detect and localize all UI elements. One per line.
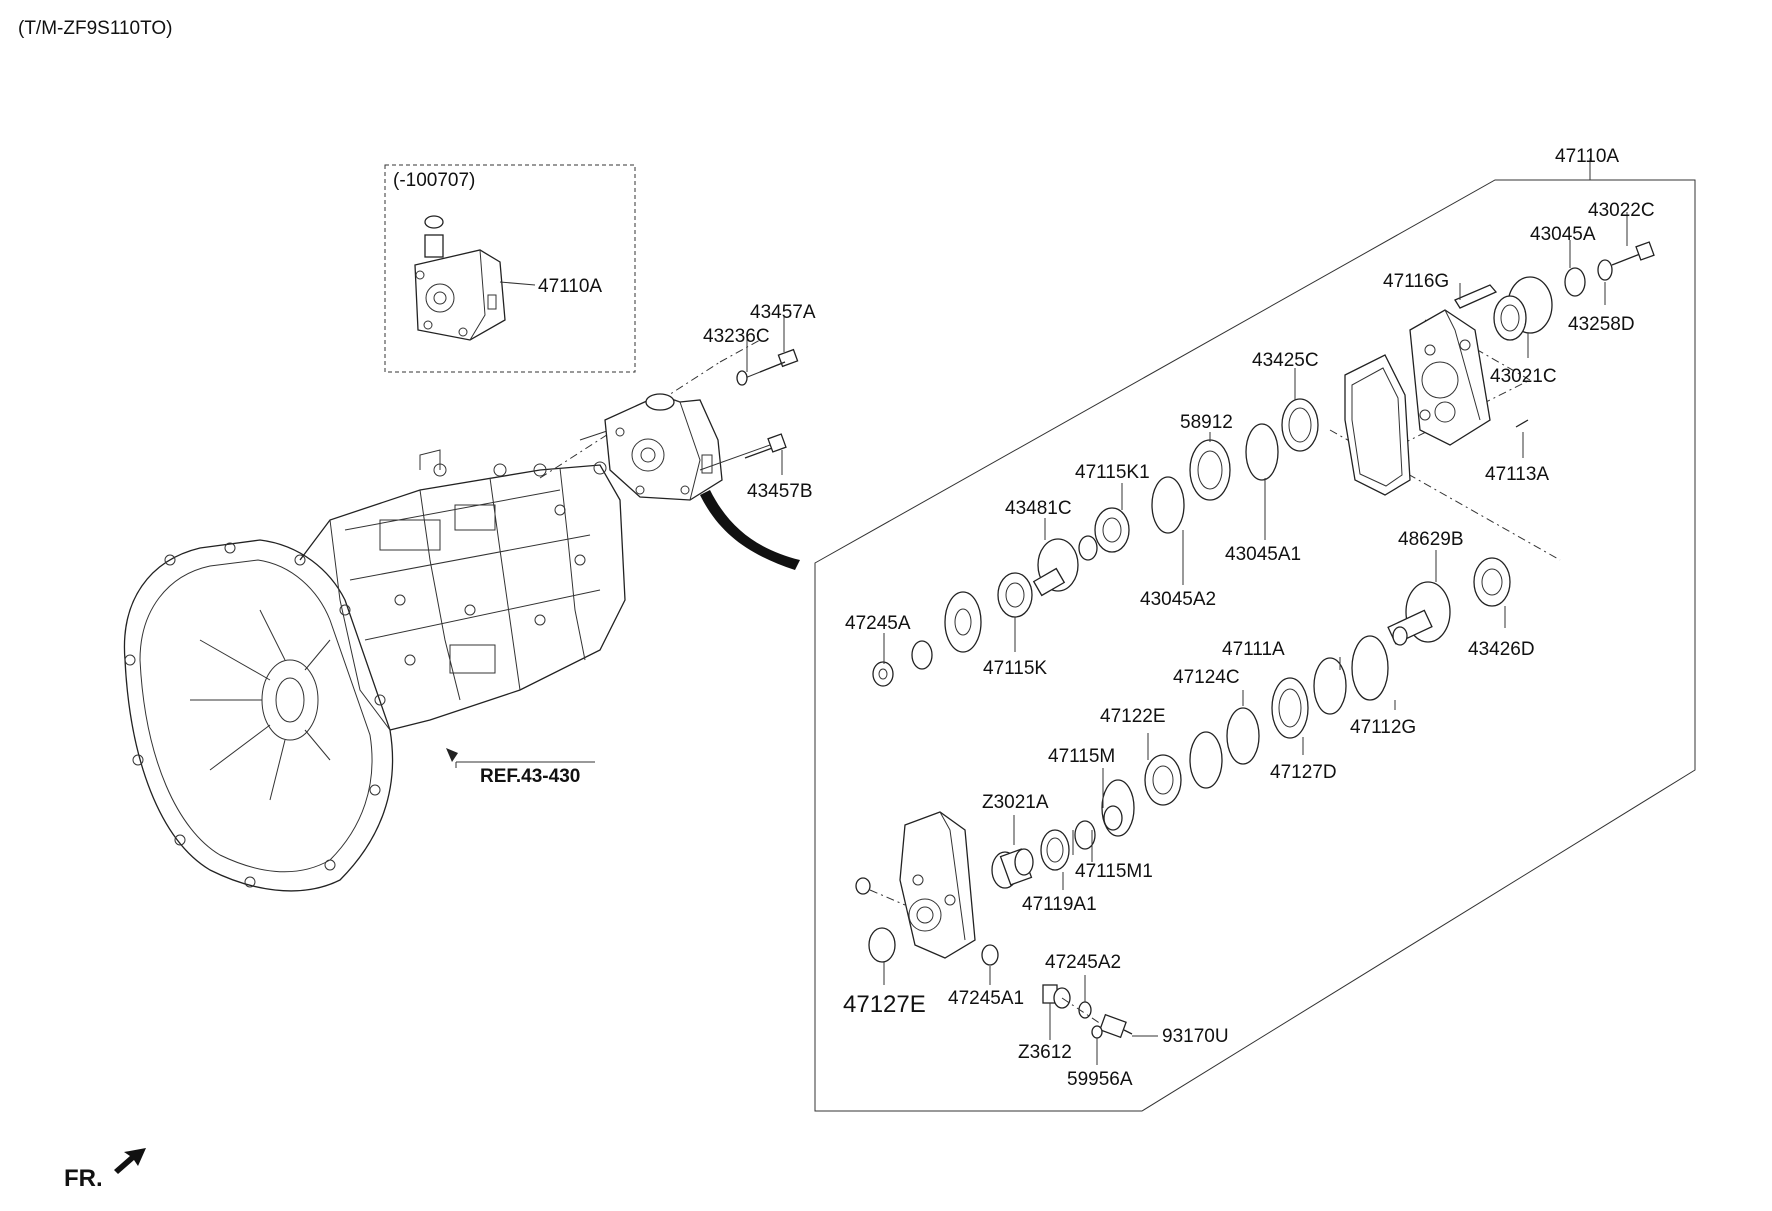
part-label-43425C[interactable]: 43425C bbox=[1252, 350, 1319, 371]
part-label-93170U[interactable]: 93170U bbox=[1162, 1026, 1229, 1047]
flange-43021C-drawing bbox=[1493, 276, 1553, 341]
ring-47115M-drawing bbox=[1074, 820, 1096, 850]
part-label-43045A[interactable]: 43045A bbox=[1530, 224, 1596, 245]
ring-drawing bbox=[911, 640, 933, 670]
sensor-Z3612-drawing bbox=[1042, 984, 1071, 1009]
snap-ring-43045A1-drawing bbox=[1245, 423, 1279, 481]
inset-box: (-100707) 47110A bbox=[384, 164, 636, 373]
oring-47245A1-drawing bbox=[981, 944, 999, 966]
bearing-47127D-drawing bbox=[1271, 677, 1309, 739]
front-label: FR. bbox=[64, 1165, 103, 1192]
part-label-47112G[interactable]: 47112G bbox=[1350, 717, 1416, 738]
front-arrow-icon bbox=[114, 1148, 146, 1174]
bolt-43457B-drawing bbox=[699, 433, 787, 471]
gasket-drawing bbox=[1344, 354, 1411, 496]
part-label-43021C[interactable]: 43021C bbox=[1490, 366, 1557, 387]
ref-arrow-icon bbox=[446, 748, 458, 762]
bearing-47115K-drawing bbox=[997, 572, 1033, 618]
gear-48629B-drawing bbox=[1387, 581, 1451, 646]
part-label-43022C[interactable]: 43022C bbox=[1588, 200, 1655, 221]
part-label-48629B[interactable]: 48629B bbox=[1398, 529, 1464, 550]
part-label-47245A[interactable]: 47245A bbox=[845, 613, 911, 634]
part-label-Z3021A[interactable]: Z3021A bbox=[982, 792, 1049, 813]
bearing-47115K1-drawing bbox=[1094, 507, 1130, 553]
bolt-43022C-drawing bbox=[1611, 241, 1655, 266]
ref-label[interactable]: REF.43-430 bbox=[480, 766, 580, 787]
front-indicator: FR. bbox=[64, 1148, 146, 1192]
inset-part-label: 47110A bbox=[538, 276, 602, 297]
part-label-47122E[interactable]: 47122E bbox=[1100, 706, 1166, 727]
part-label-47115M1[interactable]: 47115M1 bbox=[1075, 861, 1153, 882]
part-label-47245A1[interactable]: 47245A1 bbox=[948, 988, 1024, 1009]
ring-47124C-drawing bbox=[1226, 707, 1260, 765]
part-label-47127E[interactable]: 47127E bbox=[843, 991, 926, 1018]
part-label-43258D[interactable]: 43258D bbox=[1568, 314, 1635, 335]
part-label-47115M[interactable]: 47115M bbox=[1048, 746, 1115, 767]
seal-47122E-drawing bbox=[1144, 754, 1182, 806]
snap-ring-47112G-drawing bbox=[1351, 635, 1389, 701]
oring-47127E-drawing bbox=[868, 927, 896, 963]
part-label-47115K[interactable]: 47115K bbox=[983, 658, 1047, 679]
part-label-47113A[interactable]: 47113A bbox=[1485, 464, 1549, 485]
assembly-label[interactable]: 47110A bbox=[1555, 146, 1619, 167]
bolt-43457A-drawing bbox=[736, 348, 799, 386]
seal-43425C-drawing bbox=[1281, 398, 1319, 452]
part-label-58912[interactable]: 58912 bbox=[1180, 412, 1233, 433]
part-label-43045A1[interactable]: 43045A1 bbox=[1225, 544, 1301, 565]
part-label-59956A[interactable]: 59956A bbox=[1067, 1069, 1133, 1090]
bearing-43426D-drawing bbox=[1473, 557, 1511, 607]
part-label-47124C[interactable]: 47124C bbox=[1173, 667, 1240, 688]
lower-housing-drawing bbox=[899, 811, 976, 959]
part-label-47127D[interactable]: 47127D bbox=[1270, 762, 1337, 783]
bearing-58912-drawing bbox=[1189, 439, 1231, 501]
part-label-47111A[interactable]: 47111A bbox=[1222, 639, 1285, 660]
part-label-Z3612[interactable]: Z3612 bbox=[1018, 1042, 1072, 1063]
seal-47119A1-drawing bbox=[1040, 829, 1070, 871]
ring-47124C-b-drawing bbox=[1189, 731, 1223, 789]
part-label-47116G[interactable]: 47116G bbox=[1383, 271, 1449, 292]
ring-47115M1-drawing bbox=[1103, 805, 1123, 831]
part-label-43426D[interactable]: 43426D bbox=[1468, 639, 1535, 660]
assembly-frame bbox=[814, 158, 1696, 1112]
ref-callout: REF.43-430 bbox=[446, 748, 595, 787]
inset-housing-drawing bbox=[414, 215, 506, 341]
gear-43481C-drawing bbox=[1032, 535, 1098, 597]
washer-43258D-drawing bbox=[1597, 259, 1613, 281]
sleeve-Z3021A-drawing bbox=[991, 848, 1034, 889]
snap-ring-43045A2-drawing bbox=[1151, 476, 1185, 534]
part-label-43457A[interactable]: 43457A bbox=[750, 302, 816, 323]
part-label-43045A2[interactable]: 43045A2 bbox=[1140, 589, 1216, 610]
part-label-43481C[interactable]: 43481C bbox=[1005, 498, 1072, 519]
nut-47245A-drawing bbox=[872, 661, 894, 687]
leader-lines bbox=[883, 212, 1628, 1065]
transmission-drawing bbox=[123, 429, 626, 892]
oring-59956A-drawing bbox=[1091, 1025, 1103, 1039]
part-label-43457B[interactable]: 43457B bbox=[747, 481, 813, 502]
oring-43045A-drawing bbox=[1564, 267, 1586, 297]
plug-drawing bbox=[855, 877, 871, 895]
part-label-43236C[interactable]: 43236C bbox=[703, 326, 770, 347]
dowel-47113A-drawing bbox=[1515, 419, 1529, 428]
part-label-47119A1[interactable]: 47119A1 bbox=[1022, 894, 1097, 915]
thrust-disc-drawing bbox=[944, 591, 982, 653]
model-code: (T/M-ZF9S110TO) bbox=[18, 18, 172, 39]
upper-housing-drawing bbox=[604, 393, 723, 501]
inset-date-range: (-100707) bbox=[393, 170, 475, 191]
switch-93170U-drawing bbox=[1099, 1013, 1133, 1039]
pointer-arrow-icon bbox=[700, 490, 800, 570]
rear-cover-drawing bbox=[1409, 284, 1498, 446]
ring-47111A-drawing bbox=[1313, 657, 1347, 715]
part-label-47115K1[interactable]: 47115K1 bbox=[1075, 462, 1150, 483]
part-label-47245A2[interactable]: 47245A2 bbox=[1045, 952, 1121, 973]
